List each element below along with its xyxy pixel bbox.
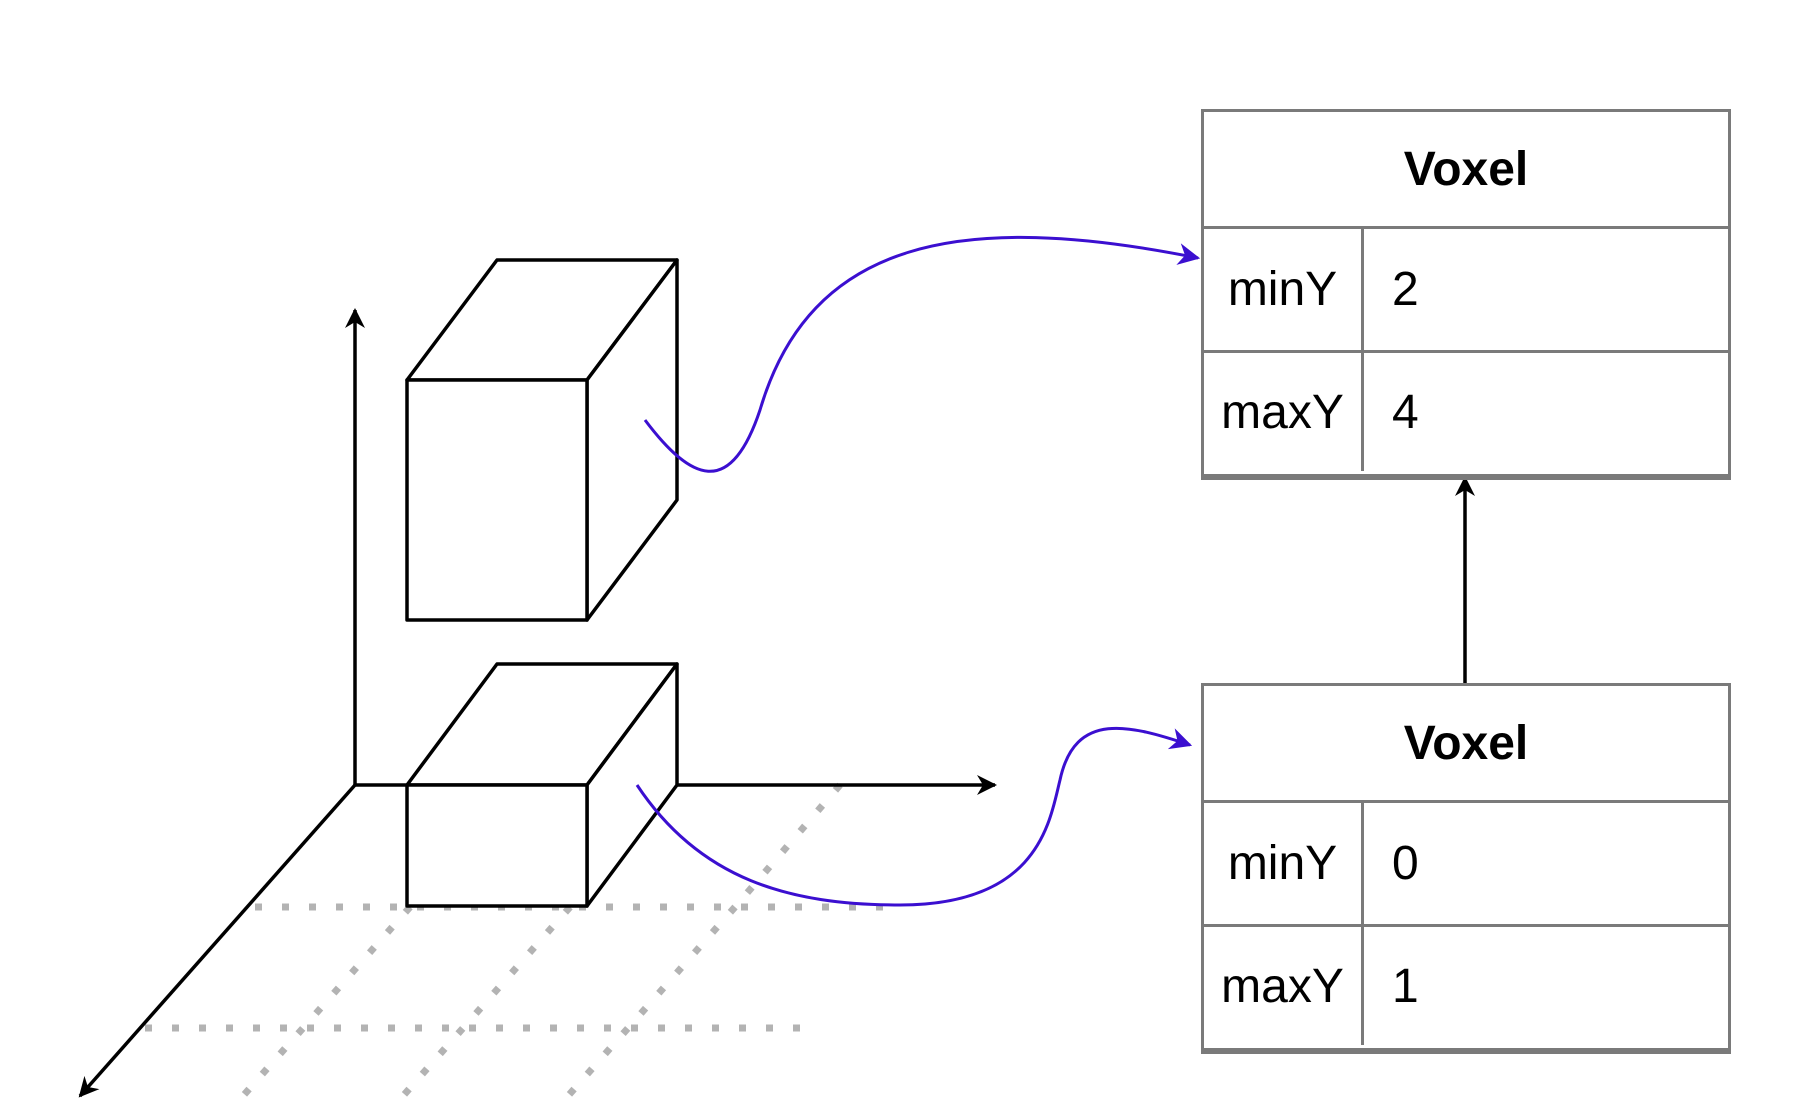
lower-voxel-link-arrow: [635, 726, 1193, 907]
voxel-field-value: 4: [1392, 385, 1419, 439]
voxel-table-bottom: Voxel minY 0 maxY 1: [1201, 683, 1731, 1054]
z-axis: [78, 783, 357, 1098]
voxel-field-value: 0: [1392, 837, 1419, 890]
lower-cube-front-face: [405, 783, 589, 908]
upper-cube-front-face: [405, 378, 589, 622]
voxel-field-value: 1: [1392, 959, 1419, 1013]
upper-cube: [405, 258, 679, 622]
voxel-row-miny: minY 0: [1204, 803, 1728, 924]
voxel-title: Voxel: [1204, 112, 1728, 229]
lower-cube: [405, 662, 679, 908]
voxel-field-value: 2: [1392, 263, 1419, 316]
voxel-table-top: Voxel minY 2 maxY 4: [1201, 109, 1731, 480]
grid-line: [232, 904, 413, 1108]
voxel-field-name: minY: [1204, 229, 1364, 350]
voxel-row-maxy: maxY 1: [1204, 924, 1728, 1045]
voxel-field-name: maxY: [1204, 927, 1364, 1045]
voxel-row-maxy: maxY 4: [1204, 350, 1728, 471]
upper-voxel-link-arrow: [643, 235, 1201, 473]
ground-grid: [145, 782, 900, 1108]
voxel-field-name: maxY: [1204, 353, 1364, 471]
voxel-row-miny: minY 2: [1204, 229, 1728, 350]
voxel-field-name: minY: [1204, 803, 1364, 924]
grid-line: [732, 782, 843, 910]
voxel-title: Voxel: [1204, 686, 1728, 803]
grid-line: [557, 904, 738, 1108]
grid-line: [392, 904, 573, 1108]
